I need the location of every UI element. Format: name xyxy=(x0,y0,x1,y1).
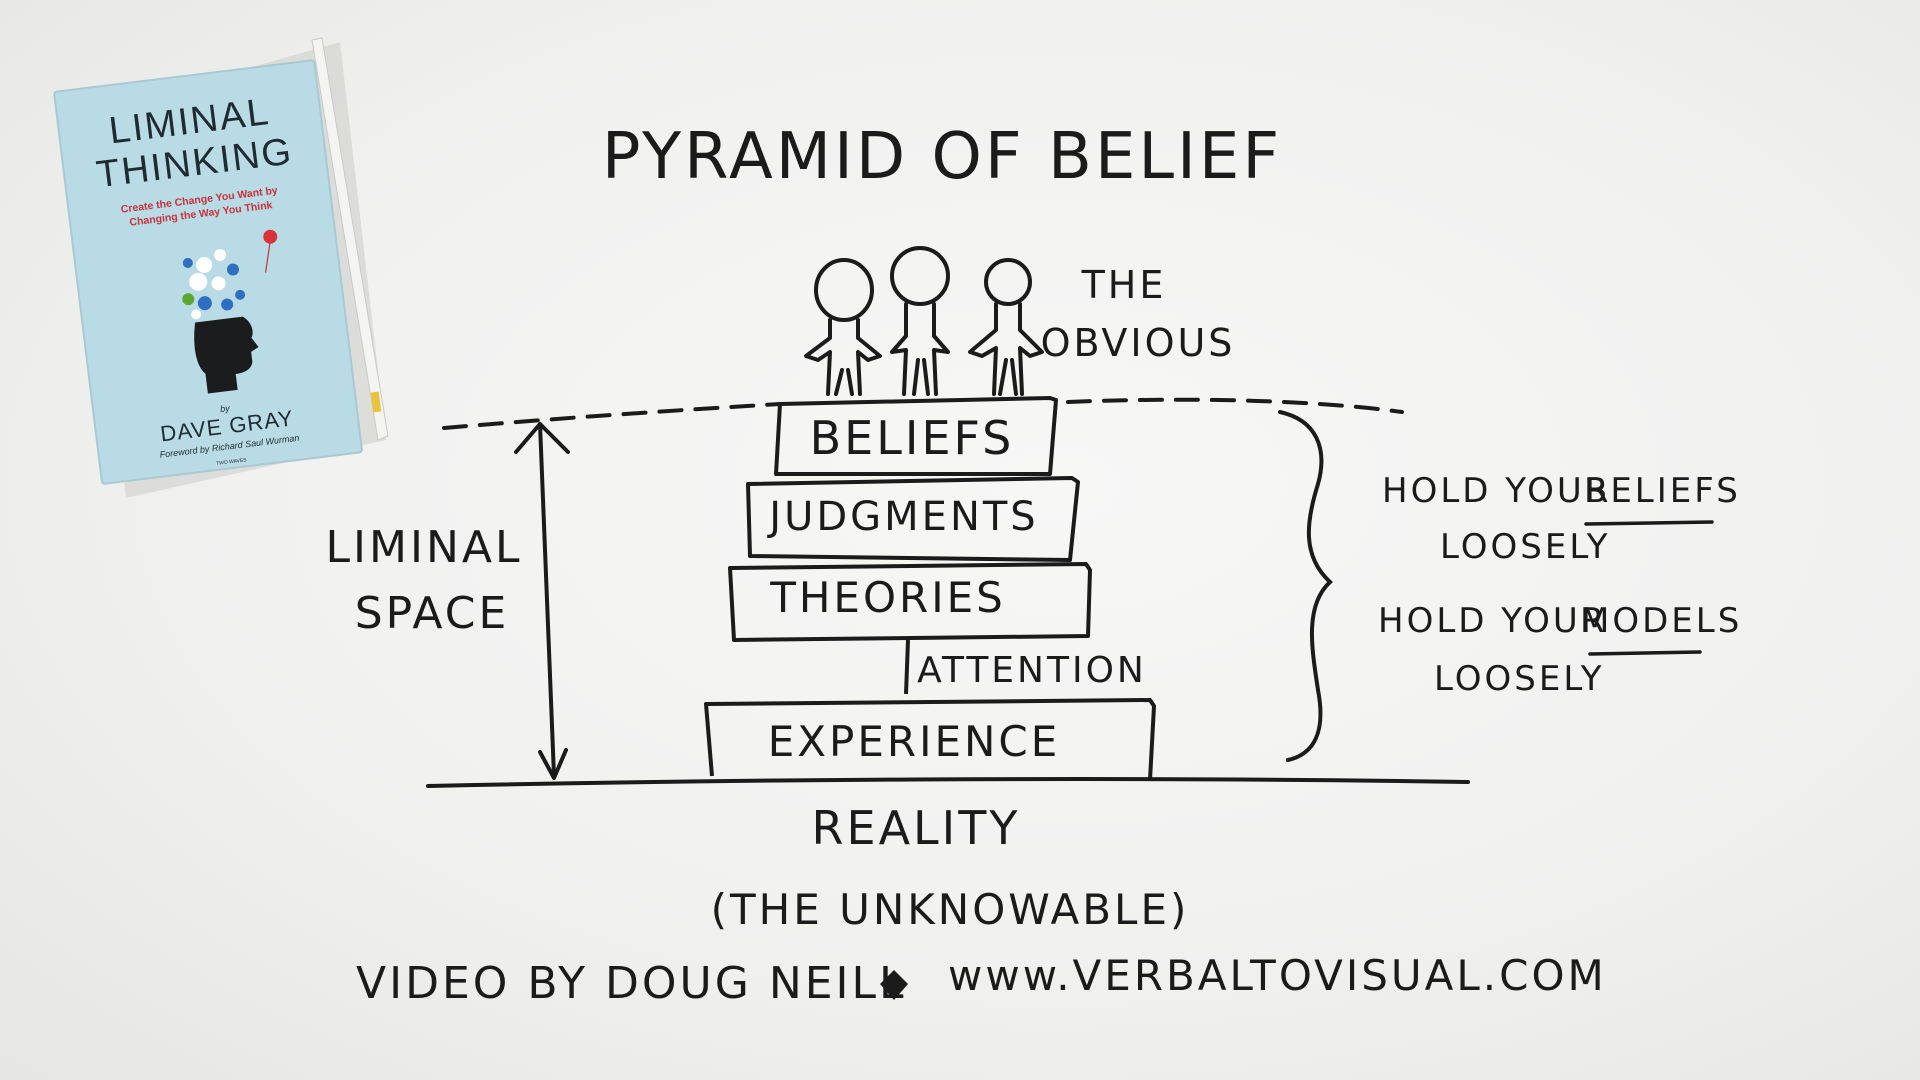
book: LIMINAL THINKING Create the Change You W… xyxy=(53,37,389,498)
balloon-string xyxy=(264,242,271,273)
advice-1-underline xyxy=(1584,520,1714,526)
curly-brace xyxy=(1278,410,1333,762)
advice-2-underline xyxy=(1588,650,1702,656)
advice-2: HOLD YOUR MODELS LOOSELY xyxy=(1378,601,1742,699)
layer-experience: EXPERIENCE xyxy=(768,717,1061,766)
book-by: by xyxy=(220,403,231,414)
people-on-top xyxy=(804,246,1044,396)
reality-ground-line xyxy=(426,777,1470,788)
liminal-space-line2: SPACE xyxy=(355,588,510,639)
book-cover: LIMINAL THINKING Create the Change You W… xyxy=(53,59,363,485)
advice-1-keyword: BELIEFS xyxy=(1584,471,1741,511)
advice-2-keyword: MODELS xyxy=(1580,601,1742,641)
advice-1-prefix: HOLD YOUR xyxy=(1382,471,1611,511)
layer-beliefs: BELIEFS xyxy=(810,411,1015,465)
reality-label: REALITY xyxy=(812,801,1021,855)
balloon-icon xyxy=(263,229,278,244)
liminal-space-line1: LIMINAL xyxy=(326,522,523,573)
judgments-box xyxy=(746,476,1080,562)
beliefs-box xyxy=(774,396,1058,476)
person-icon xyxy=(890,246,950,396)
theories-box xyxy=(728,562,1092,642)
book-bookmark xyxy=(370,391,382,413)
person-icon xyxy=(804,258,882,396)
website-link[interactable]: www.VERBALTOVISUAL.COM xyxy=(948,951,1607,1000)
advice-1: HOLD YOUR BELIEFS LOOSELY xyxy=(1382,471,1741,567)
advice-2-prefix: HOLD YOUR xyxy=(1378,601,1607,641)
arrow-down-icon xyxy=(538,748,568,780)
liminal-space-arrow xyxy=(514,422,570,780)
diamond-icon xyxy=(880,970,908,1000)
video-credit: VIDEO BY DOUG NEILL xyxy=(356,958,907,1009)
head-with-ideas-icon xyxy=(182,248,259,394)
book-publisher: TWO WAVES xyxy=(216,457,248,467)
page-title: PYRAMID OF BELIEF xyxy=(602,120,1282,194)
layer-judgments: JUDGMENTS xyxy=(766,494,1038,540)
advice-1-suffix: LOOSELY xyxy=(1440,527,1611,567)
the-obvious-line2: OBVIOUS xyxy=(1041,321,1236,365)
layer-attention: ATTENTION xyxy=(917,650,1147,691)
attention-stem xyxy=(904,639,910,695)
the-obvious-line1: THE xyxy=(1081,263,1167,307)
experience-box xyxy=(704,698,1156,781)
pyramid-layers xyxy=(704,396,1156,781)
book-pages xyxy=(311,37,389,441)
dashed-boundary-line xyxy=(442,397,1404,430)
unknowable-label: (THE UNKNOWABLE) xyxy=(711,885,1190,934)
book-cover-background xyxy=(53,59,363,485)
arrow-up-icon xyxy=(514,422,570,454)
layer-theories: THEORIES xyxy=(769,573,1006,622)
advice-2-suffix: LOOSELY xyxy=(1434,659,1605,699)
person-icon xyxy=(968,258,1044,396)
